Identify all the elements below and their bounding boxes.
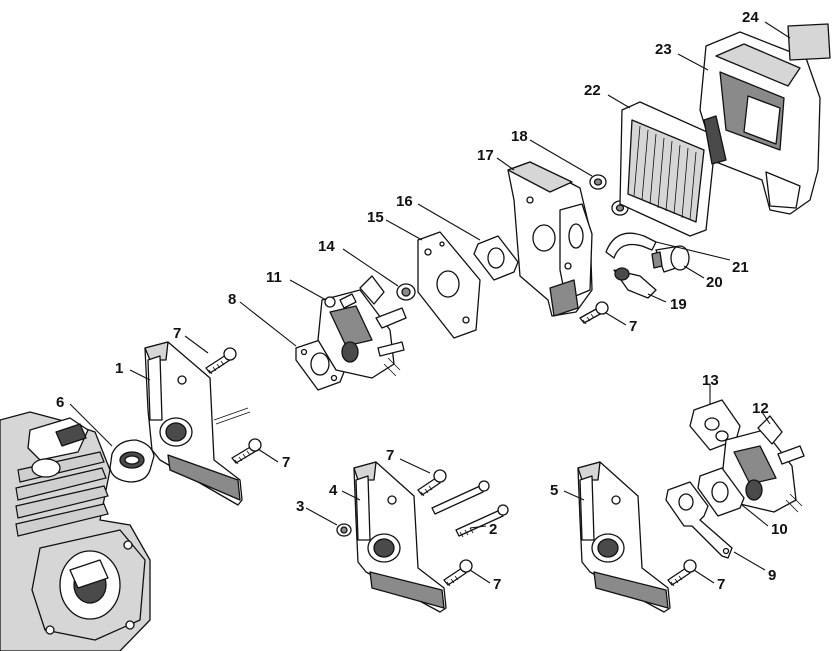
label-part-22: 22 bbox=[584, 82, 601, 99]
label-part-7-f: 7 bbox=[629, 318, 637, 335]
label-part-24: 24 bbox=[742, 9, 759, 26]
part-19-lever bbox=[613, 267, 657, 299]
label-part-8: 8 bbox=[228, 291, 236, 308]
label-part-4: 4 bbox=[329, 482, 338, 499]
label-part-7-b: 7 bbox=[282, 454, 290, 471]
part-12-carburetor bbox=[721, 415, 805, 513]
label-part-7-a: 7 bbox=[173, 325, 181, 342]
part-22-filter bbox=[619, 101, 717, 237]
part-16-gasket bbox=[473, 235, 519, 281]
part-21-hose bbox=[605, 232, 657, 259]
part-23-cover bbox=[699, 31, 821, 215]
label-part-16: 16 bbox=[396, 193, 413, 210]
label-part-2: 2 bbox=[489, 521, 497, 538]
screw-7-a bbox=[205, 347, 237, 375]
label-part-7-c: 7 bbox=[386, 447, 394, 464]
part-18-nut bbox=[589, 174, 607, 190]
part-2-bolt bbox=[431, 480, 509, 538]
label-part-20: 20 bbox=[706, 274, 723, 291]
label-part-15: 15 bbox=[367, 209, 384, 226]
label-part-1: 1 bbox=[115, 360, 123, 377]
part-17-filter-base bbox=[507, 161, 593, 317]
screw-7-e bbox=[667, 559, 697, 587]
part-4-manifold bbox=[353, 461, 447, 613]
label-part-6: 6 bbox=[56, 394, 64, 411]
part-3-washer bbox=[336, 523, 352, 537]
label-part-12: 12 bbox=[752, 400, 769, 417]
screw-7-d bbox=[443, 559, 473, 587]
screw-7-f bbox=[579, 301, 609, 325]
screw-7-c bbox=[417, 469, 447, 497]
part-9-bracket bbox=[665, 481, 733, 559]
label-part-13: 13 bbox=[702, 372, 719, 389]
part-13-block bbox=[689, 399, 741, 451]
label-part-17: 17 bbox=[477, 147, 494, 164]
label-part-11: 11 bbox=[266, 269, 282, 286]
label-part-7-e: 7 bbox=[717, 576, 725, 593]
label-part-14: 14 bbox=[318, 238, 335, 255]
label-part-7-d: 7 bbox=[493, 576, 501, 593]
leader-lines bbox=[69, 21, 791, 584]
label-part-3: 3 bbox=[296, 498, 304, 515]
part-1-manifold bbox=[144, 341, 251, 506]
label-part-21: 21 bbox=[732, 259, 749, 276]
part-11-carburetor bbox=[317, 275, 407, 379]
part-10-gasket bbox=[697, 467, 745, 517]
label-part-5: 5 bbox=[550, 482, 558, 499]
label-part-19: 19 bbox=[670, 296, 687, 313]
screw-7-b bbox=[231, 438, 262, 465]
part-5-manifold bbox=[577, 461, 671, 613]
engine-block bbox=[0, 411, 151, 651]
label-part-9: 9 bbox=[768, 567, 776, 584]
part-24-label bbox=[787, 23, 831, 61]
part-15-plate bbox=[417, 231, 481, 339]
label-part-18: 18 bbox=[511, 128, 528, 145]
label-part-10: 10 bbox=[771, 521, 788, 538]
part-8-gasket bbox=[295, 339, 345, 391]
part-20-fitting bbox=[651, 245, 690, 273]
part-labels: 1 2 3 4 5 6 7 7 7 7 7 7 8 9 10 11 12 13 … bbox=[56, 9, 788, 593]
label-part-23: 23 bbox=[655, 41, 672, 58]
part-6-ring bbox=[109, 439, 155, 483]
part-14-washer bbox=[396, 283, 416, 301]
